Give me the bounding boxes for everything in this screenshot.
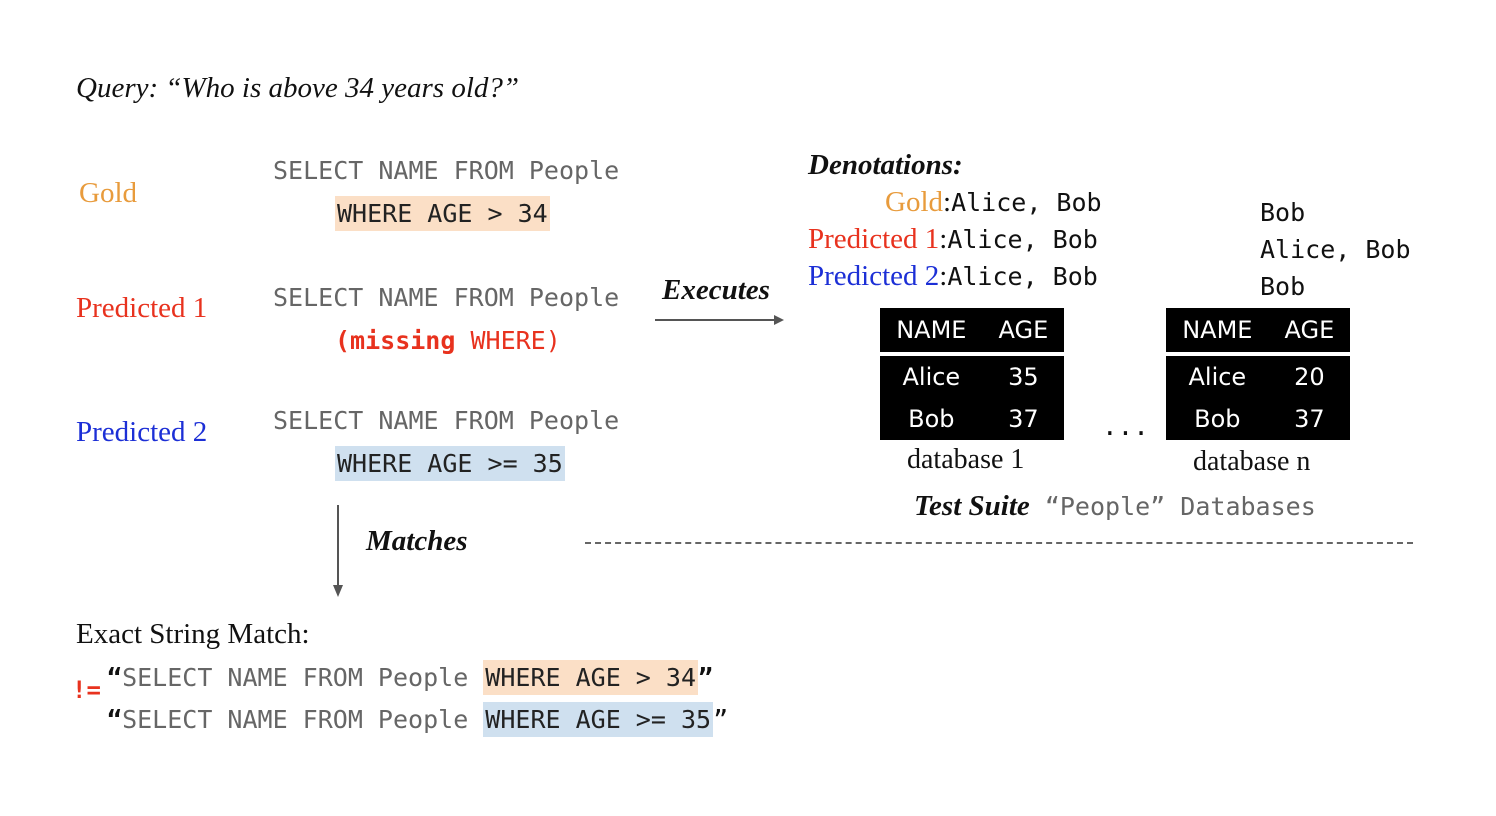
database-1-table: NAME AGE Alice 35 Bob 37 [880,308,1064,440]
denotation-predicted2-colon: : [939,260,948,292]
denotation-predicted1-colon: : [939,223,948,255]
table-cell: 20 [1294,363,1325,391]
close-quote: ” [698,663,714,692]
denotations-title: Denotations: [808,149,963,181]
database-n-name: database n [1193,446,1311,477]
column-header-name: NAME [1182,316,1253,344]
denotation-predicted1-value: Alice, Bob [947,225,1098,254]
dbn-denotation-gold: Bob [1260,198,1306,227]
open-quote: “ [107,663,123,692]
gold-where-highlight: WHERE AGE > 34 [335,196,550,231]
table-cell: Alice [1188,363,1247,391]
predicted2-label: Predicted 2 [76,416,208,448]
column-header-name: NAME [896,316,967,344]
column-header-age: AGE [1284,316,1335,344]
executes-label: Executes [662,274,770,306]
table-cell: 35 [1008,363,1039,391]
exact-match-line1: “SELECT NAME FROM People WHERE AGE > 34” [107,660,714,695]
exact-match-line2: “SELECT NAME FROM People WHERE AGE >= 35… [107,702,729,737]
denotation-gold: Gold:Alice, Bob [885,186,1102,219]
table-header-row: NAME AGE [1166,308,1350,352]
table-row: Bob 37 [1166,398,1350,440]
denotation-gold-colon: : [943,186,952,218]
matches-arrow [333,505,343,597]
denotation-predicted2-value: Alice, Bob [947,262,1098,291]
ellipsis: ... [1102,412,1149,442]
table-row: Alice 20 [1166,356,1350,398]
table-cell: Alice [902,363,961,391]
table-row: Bob 37 [880,398,1064,440]
predicted1-sql-line1: SELECT NAME FROM People [273,283,620,312]
executes-arrow [655,315,784,325]
sql-plain: SELECT NAME FROM People [122,663,484,692]
where-highlight-blue: WHERE AGE >= 35 [483,702,714,737]
gold-sql-line1: SELECT NAME FROM People [273,156,620,185]
dashed-divider [585,542,1413,544]
predicted2-where-highlight: WHERE AGE >= 35 [335,446,565,481]
exact-match-title: Exact String Match: [76,618,310,650]
database-n-table: NAME AGE Alice 20 Bob 37 [1166,308,1350,440]
predicted2-sql-line2: WHERE AGE >= 35 [335,446,565,481]
denotation-predicted1-label: Predicted 1 [808,223,940,255]
denotation-predicted1: Predicted 1:Alice, Bob [808,223,1098,256]
predicted1-sql-line2: (missing WHERE) [335,326,561,355]
query-text: Query: “Who is above 34 years old?” [76,72,520,104]
open-quote: “ [107,705,123,734]
table-cell: 37 [1294,405,1325,433]
sql-plain: SELECT NAME FROM People [122,705,484,734]
not-equal-sign: != [72,676,101,704]
table-cell: Bob [908,405,955,433]
denotation-predicted2: Predicted 2:Alice, Bob [808,260,1098,293]
gold-sql-line2: WHERE AGE > 34 [335,196,550,231]
database-1-name: database 1 [907,444,1025,475]
table-cell: 37 [1008,405,1039,433]
where-text: WHERE) [455,326,561,355]
test-suite-rest: “People” Databases [1044,492,1316,521]
predicted2-sql-line1: SELECT NAME FROM People [273,406,620,435]
missing-text: (missing [335,326,456,355]
gold-label: Gold [79,177,137,209]
predicted1-label: Predicted 1 [76,292,208,324]
where-highlight-orange: WHERE AGE > 34 [483,660,699,695]
denotation-gold-value: Alice, Bob [951,188,1102,217]
table-cell: Bob [1194,405,1241,433]
matches-label: Matches [366,525,468,557]
table-header-row: NAME AGE [880,308,1064,352]
test-suite-title: Test Suite [914,490,1030,522]
close-quote: ” [713,705,729,734]
test-suite-caption: Test Suite “People” Databases [914,490,1316,523]
column-header-age: AGE [998,316,1049,344]
dbn-denotation-predicted2: Bob [1260,272,1306,301]
denotation-gold-label: Gold [885,186,943,218]
denotation-predicted2-label: Predicted 2 [808,260,940,292]
dbn-denotation-predicted1: Alice, Bob [1260,235,1411,264]
table-row: Alice 35 [880,356,1064,398]
